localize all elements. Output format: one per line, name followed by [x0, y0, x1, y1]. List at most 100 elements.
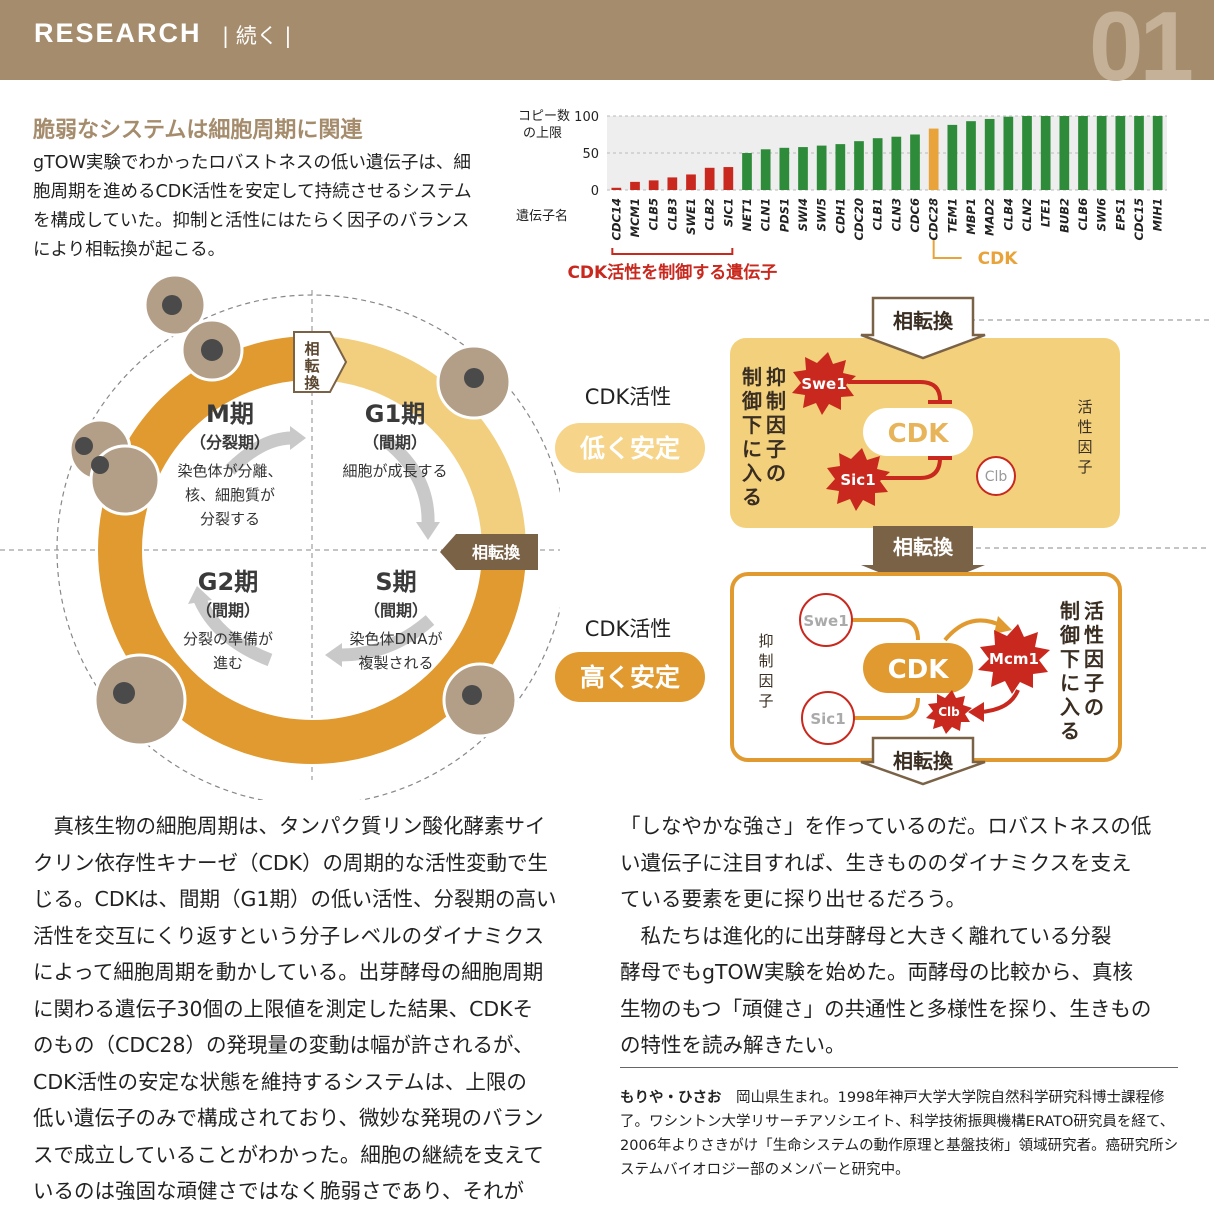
box2-mcm1-burst [978, 624, 1050, 694]
svg-text:性: 性 [1084, 623, 1104, 647]
svg-text:因: 因 [766, 413, 786, 437]
chart-bar-cln2 [1022, 116, 1032, 190]
chart-xtick-label: SWI4 [796, 198, 810, 231]
body-column-1: 真核生物の細胞周期は、タンパク質リン酸化酵素サイクリン依存性キナーゼ（CDK）の… [33, 808, 598, 1210]
intro-text: gTOW実験でわかったロバストネスの低い遺伝子は、細胞周期を進めるCDK活性を安… [33, 153, 472, 260]
body-line: のもの（CDC28）の発現量の変動は幅が許されるが、 [33, 1033, 534, 1057]
body-line: ている要素を更に探り出せるだろう。 [620, 887, 967, 911]
chart-bar-net1 [742, 153, 752, 190]
body-line: CDK活性の安定な状態を維持するシステムは、上限の [33, 1069, 527, 1094]
chart-xtick-label: CLN3 [889, 198, 903, 231]
chart-ytick-label: 50 [582, 147, 599, 162]
svg-text:相転換: 相転換 [893, 749, 954, 773]
svg-text:（間期）: （間期） [364, 601, 428, 620]
body-line: じる。CDKは、間期（G1期）の低い活性、分裂期の高い [33, 887, 557, 911]
chart-xtick-label: SWE1 [684, 198, 698, 235]
high-state-label: CDK活性 [585, 617, 672, 641]
body-line: 活性を交互にくり返すという分子レベルのダイナミクス [33, 923, 545, 948]
box2-mcm1: Mcm1 [989, 650, 1039, 668]
body-line: い遺伝子に注目すれば、生きもののダイナミクスを支え [620, 850, 1132, 875]
chart-xtick-label: EPS1 [1113, 198, 1127, 231]
body-line: スで成立していることがわかった。細胞の継続を支えて [33, 1142, 544, 1167]
svg-text:（間期）: （間期） [363, 433, 427, 452]
chart-xtick-label: MAD2 [983, 198, 997, 236]
chart-red-group-bracket [611, 248, 734, 255]
high-state-badge: 高く安定 [580, 663, 680, 692]
chart-bar-sic1 [723, 167, 734, 190]
intro-title: 脆弱なシステムは細胞周期に関連 [33, 118, 363, 143]
chart-xtick-label: CDC15 [1132, 198, 1146, 240]
svg-text:に: に [1060, 671, 1080, 695]
svg-text:制: 制 [758, 652, 773, 670]
svg-text:入: 入 [742, 461, 762, 485]
svg-text:複製される: 複製される [358, 654, 433, 672]
svg-text:制: 制 [766, 389, 786, 413]
box1-sic1: Sic1 [840, 471, 875, 489]
box1-cdk: CDK [888, 419, 950, 449]
svg-text:制: 制 [1060, 599, 1080, 623]
box2-sic1: Sic1 [810, 710, 845, 728]
svg-text:S期: S期 [375, 568, 416, 596]
chart-bar-clb5 [648, 180, 659, 190]
svg-text:子: 子 [766, 437, 786, 461]
transition-tag-right: 相転換 [440, 534, 538, 570]
body-line: 真核生物の細胞周期は、タンパク質リン酸化酵素サイ [33, 814, 546, 838]
svg-text:子: 子 [1084, 671, 1104, 695]
body-line: 酵母でもgTOW実験を始めた。両酵母の比較から、真核 [620, 960, 1133, 984]
chart-bar-swi4 [798, 147, 808, 190]
body-line: 生物のもつ「頑健さ」の共通性と多様性を探り、生きもの [620, 996, 1152, 1021]
chart-bar-pds1 [779, 147, 790, 190]
svg-text:御: 御 [1059, 623, 1080, 647]
svg-text:（間期）: （間期） [196, 601, 260, 620]
chart-bar-clb2 [704, 167, 715, 190]
svg-text:進む: 進む [213, 654, 243, 672]
chart-cdk-leader [932, 240, 962, 259]
svg-text:細胞が成長する: 細胞が成長する [342, 462, 447, 480]
box1-sic1-burst [826, 448, 890, 511]
chart-xtick-label: SWI5 [815, 198, 829, 231]
chart-xtick-label: BUB2 [1057, 198, 1071, 233]
top-transition-arrow: 相転換 [860, 296, 986, 360]
box2-swe1: Swe1 [803, 612, 848, 630]
svg-text:G1期: G1期 [365, 400, 425, 428]
chart-ylabel-1: コピー数 [518, 109, 570, 124]
svg-text:子: 子 [758, 692, 773, 710]
svg-text:G2期: G2期 [198, 568, 258, 596]
svg-text:性: 性 [1077, 418, 1092, 436]
author-bio-text: 岡山県生まれ。1998年神戸大学大学院自然科学研究科博士課程修了。ワシントン大学… [620, 1090, 1179, 1178]
svg-text:換: 換 [304, 374, 320, 392]
cell-cycle-diagram: 相 転 換 相転換 M期 （分裂期） 染色体が分離、 核、細胞質が 分裂する G… [0, 273, 560, 800]
body-line: 低い遺伝子のみで構成されており、微妙な発現のバラン [33, 1106, 544, 1130]
chart-xtick-label: SIC1 [721, 198, 735, 227]
svg-text:入: 入 [1060, 695, 1080, 719]
box1-swe1-burst [792, 352, 856, 415]
box2-clb: Clb [938, 705, 960, 719]
svg-text:制: 制 [742, 365, 762, 389]
low-state-badge: 低く安定 [579, 434, 680, 463]
chart-bar-eps1 [1115, 116, 1126, 190]
svg-text:抑: 抑 [758, 632, 773, 650]
chart-ylabel-2: の上限 [523, 126, 562, 141]
svg-text:M期: M期 [206, 400, 254, 428]
chart-xtick-label: CLN1 [759, 198, 773, 231]
chart-bar-clb1 [872, 138, 883, 190]
chart-xtick-label: NET1 [740, 198, 754, 231]
body-line: の特性を読み解きたい。 [620, 1033, 846, 1057]
header-number: 01 [1088, 0, 1194, 101]
box1-swe1: Swe1 [801, 375, 846, 393]
svg-text:分裂する: 分裂する [200, 510, 260, 528]
phase-g1: G1期 （間期） 細胞が成長する [342, 400, 447, 480]
chart-xtick-label: CDC20 [852, 198, 866, 240]
svg-text:因: 因 [1077, 438, 1092, 456]
author-bio: もりや・ひさお 岡山県生まれ。1998年神戸大学大学院自然科学研究科博士課程修了… [620, 1086, 1180, 1182]
low-state-label: CDK活性 [585, 385, 672, 409]
chart-xtick-label: MIH1 [1151, 198, 1165, 231]
chart-bar-mih1 [1152, 116, 1163, 190]
chart-bar-cln3 [891, 136, 902, 190]
chart-xtick-label: PDS1 [777, 198, 791, 232]
chart-plot-area [607, 116, 1167, 190]
chart-xtick-label: CLB6 [1076, 198, 1090, 231]
